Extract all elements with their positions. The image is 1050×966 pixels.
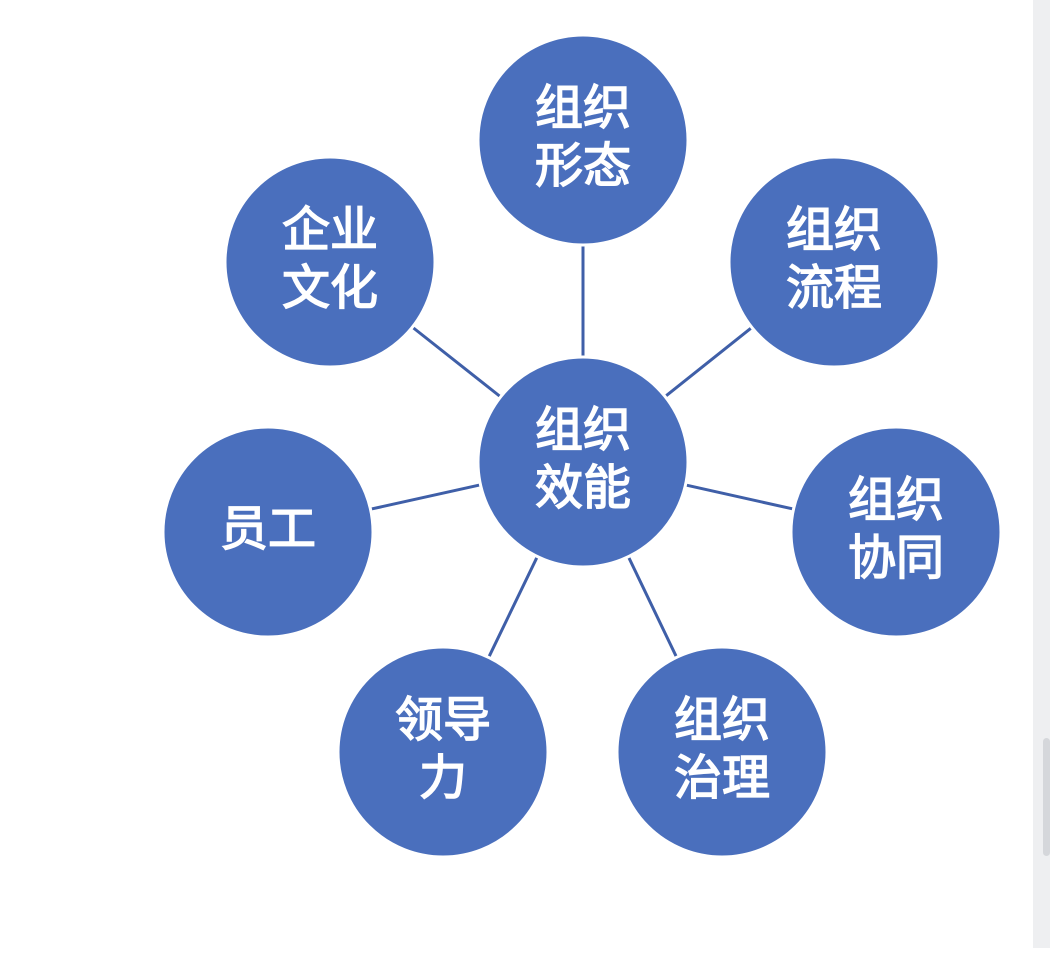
node-circle-employee (161, 425, 375, 639)
scrollbar-track[interactable] (1033, 0, 1050, 948)
node-label-governance-line1: 组织 (674, 692, 770, 748)
scrollbar-thumb[interactable] (1043, 738, 1050, 856)
node-label-governance-line2: 治理 (674, 750, 770, 806)
connector-leadership (487, 555, 539, 659)
node-label-leadership-line2: 力 (419, 750, 467, 806)
node-circle-governance (615, 645, 829, 859)
node-label-leadership-line1: 领导 (395, 692, 491, 748)
connector-culture (410, 325, 503, 399)
node-employee: 员工 (161, 425, 375, 639)
node-label-collaboration-line1: 组织 (848, 472, 944, 528)
node-label-culture-line1: 企业 (282, 202, 378, 258)
node-label-form-line1: 组织 (535, 80, 631, 136)
connector-employee (368, 483, 483, 511)
node-circle-leadership (336, 645, 550, 859)
node-leadership: 领导力 (336, 645, 550, 859)
node-label-form-line2: 形态 (535, 138, 631, 194)
connector-lines (368, 243, 796, 659)
connector-process (663, 325, 754, 399)
connector-collaboration (683, 483, 796, 511)
node-label-center-line2: 效能 (535, 460, 631, 516)
node-label-center-line1: 组织 (535, 402, 631, 458)
node-label-process-line2: 流程 (786, 260, 882, 316)
node-circle-form (476, 33, 690, 247)
node-label-process-line1: 组织 (786, 202, 882, 258)
node-circle-center (476, 355, 690, 569)
node-circle-process (727, 155, 941, 369)
node-circle-collaboration (789, 425, 1003, 639)
node-label-employee-line1: 员工 (220, 501, 316, 557)
node-label-collaboration-line2: 协同 (848, 530, 944, 586)
connector-governance (626, 555, 679, 659)
node-label-culture-line2: 文化 (282, 260, 378, 316)
node-circle-culture (223, 155, 437, 369)
